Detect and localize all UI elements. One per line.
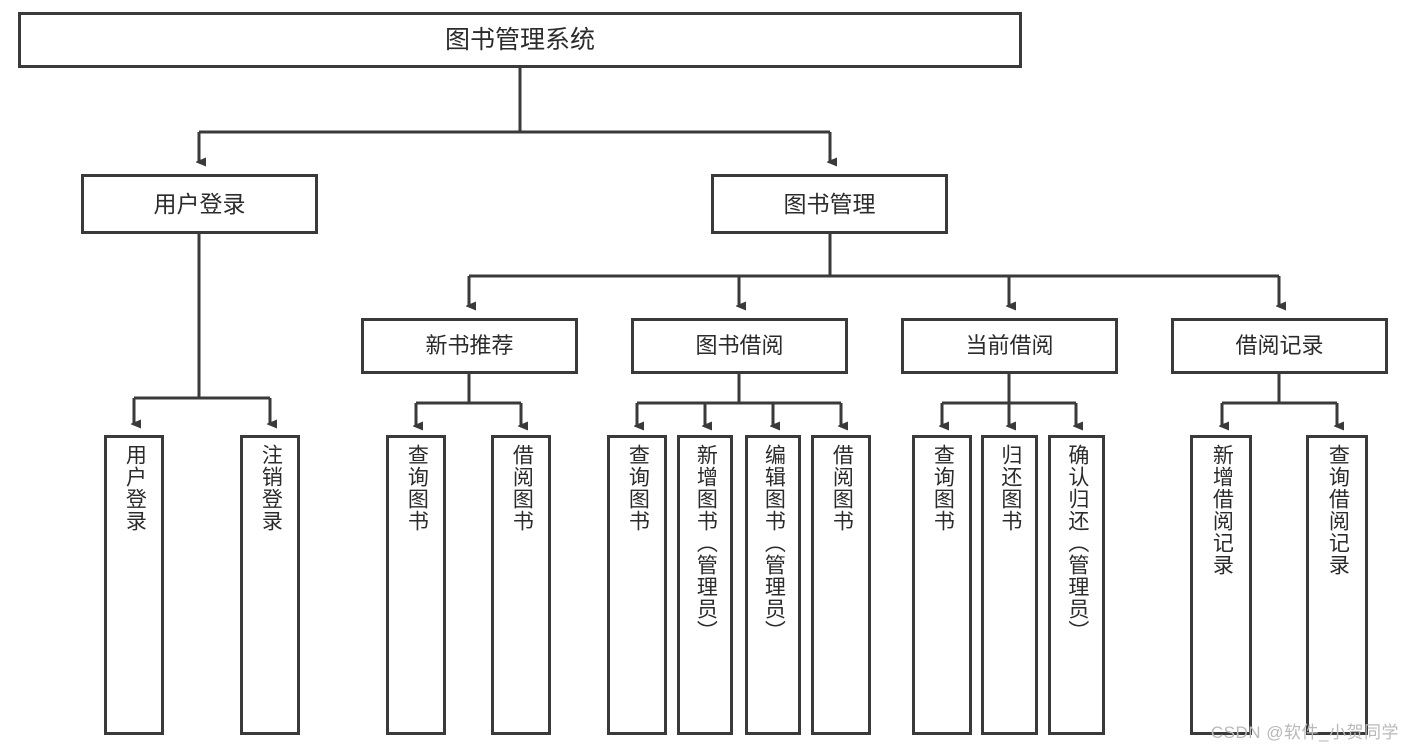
leaf-label: 查询图书 [931, 444, 955, 532]
leaf-label: 确认归还（管理员） [1065, 444, 1089, 642]
node-root-label: 图书管理系统 [444, 25, 595, 54]
leaf-label: 查询图书 [626, 444, 650, 532]
node-current-borrow-label: 当前借阅 [965, 333, 1054, 358]
leaf-book-borrow-edit[interactable]: 编辑图书（管理员） [745, 435, 801, 735]
node-new-book-recommend[interactable]: 新书推荐 [361, 318, 578, 374]
leaf-borrow-record-add[interactable]: 新增借阅记录 [1190, 435, 1252, 735]
leaf-label: 借阅图书 [510, 444, 534, 532]
leaf-new-book-borrow[interactable]: 借阅图书 [491, 435, 551, 735]
leaf-label: 新增图书（管理员） [694, 444, 718, 642]
leaf-current-borrow-return[interactable]: 归还图书 [981, 435, 1038, 735]
node-new-book-recommend-label: 新书推荐 [425, 333, 514, 358]
leaf-book-borrow-borrow[interactable]: 借阅图书 [811, 435, 871, 735]
leaf-book-borrow-add[interactable]: 新增图书（管理员） [677, 435, 733, 735]
node-user-login[interactable]: 用户登录 [81, 174, 318, 234]
node-user-login-label: 用户登录 [153, 190, 246, 217]
leaf-current-borrow-query[interactable]: 查询图书 [912, 435, 972, 735]
leaf-book-borrow-query[interactable]: 查询图书 [607, 435, 667, 735]
leaf-user-login-login[interactable]: 用户登录 [104, 435, 164, 735]
leaf-label: 用户登录 [123, 444, 147, 532]
csdn-watermark: CSDN @软件_小贺同学 [1210, 723, 1399, 742]
node-book-management[interactable]: 图书管理 [711, 174, 948, 234]
node-book-borrow[interactable]: 图书借阅 [631, 318, 848, 374]
node-borrow-record[interactable]: 借阅记录 [1171, 318, 1388, 374]
leaf-current-borrow-confirm-return[interactable]: 确认归还（管理员） [1048, 435, 1105, 735]
node-book-management-label: 图书管理 [783, 190, 876, 217]
leaf-label: 查询图书 [405, 444, 429, 532]
leaf-label: 新增借阅记录 [1210, 444, 1234, 576]
leaf-label: 查询借阅记录 [1326, 444, 1350, 576]
leaf-label: 借阅图书 [830, 444, 854, 532]
leaf-label: 编辑图书（管理员） [762, 444, 786, 642]
leaf-new-book-query[interactable]: 查询图书 [386, 435, 446, 735]
node-book-borrow-label: 图书借阅 [695, 333, 784, 358]
node-current-borrow[interactable]: 当前借阅 [901, 318, 1118, 374]
node-root-system[interactable]: 图书管理系统 [18, 12, 1022, 68]
node-borrow-record-label: 借阅记录 [1235, 333, 1324, 358]
leaf-user-login-logout[interactable]: 注销登录 [240, 435, 300, 735]
leaf-label: 归还图书 [998, 444, 1022, 532]
leaf-borrow-record-query[interactable]: 查询借阅记录 [1306, 435, 1368, 735]
leaf-label: 注销登录 [259, 444, 283, 532]
